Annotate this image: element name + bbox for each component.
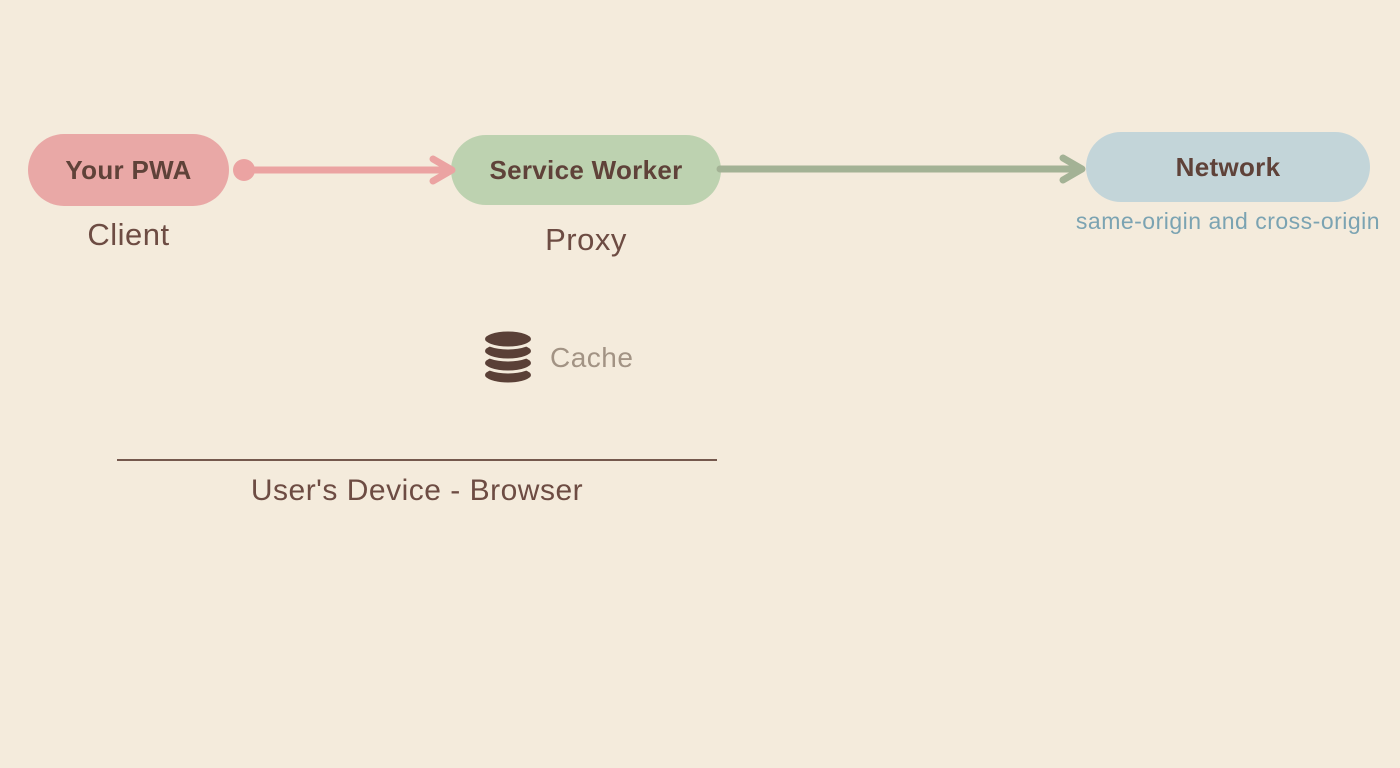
node-service-worker: Service Worker [451, 135, 721, 205]
node-service-worker-label: Service Worker [489, 154, 683, 185]
node-your-pwa-label: Your PWA [65, 154, 192, 185]
node-network-sublabel: same-origin and cross-origin [1075, 208, 1381, 234]
arrow-pwa-to-service-worker [232, 150, 458, 195]
arrow-service-worker-to-network [716, 149, 1088, 194]
node-service-worker-sublabel: Proxy [545, 222, 627, 257]
device-boundary-line [117, 459, 717, 461]
node-network: Network [1086, 132, 1370, 202]
right-arrow-icon [716, 154, 1086, 184]
cache-label: Cache [550, 341, 634, 373]
node-your-pwa: Your PWA [28, 134, 229, 206]
node-network-label: Network [1175, 151, 1281, 182]
cache-group: Cache [482, 330, 633, 385]
right-arrow-icon [233, 155, 456, 185]
device-boundary-label: User's Device - Browser [250, 474, 584, 507]
node-your-pwa-sublabel: Client [87, 217, 170, 252]
database-icon [482, 330, 534, 385]
